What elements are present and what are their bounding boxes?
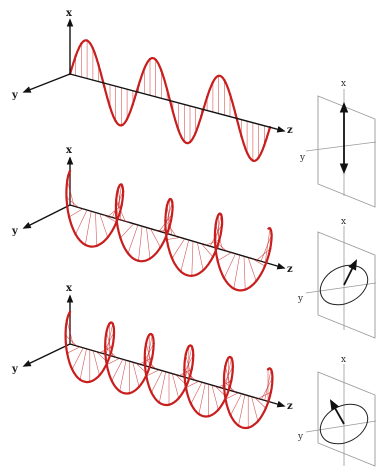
field-vector <box>201 243 214 258</box>
field-vector <box>151 370 163 393</box>
field-vector <box>95 212 97 246</box>
field-vector <box>264 228 271 263</box>
field-vector <box>217 252 232 262</box>
y-axis <box>22 73 71 93</box>
field-vector <box>66 320 74 346</box>
field-vector <box>118 187 122 221</box>
field-vector <box>159 371 166 403</box>
field-vector <box>75 209 88 235</box>
z-axis-label: z <box>287 264 293 275</box>
x-axis-label: x <box>66 8 73 19</box>
x-axis-label: x <box>66 283 73 294</box>
view-y-axis <box>305 141 377 152</box>
field-vector <box>111 359 124 381</box>
x-axis-label: x <box>66 145 73 156</box>
field-vector <box>67 180 75 207</box>
panel-linear: x y z x y <box>11 8 377 208</box>
field-vector <box>120 223 134 239</box>
field-vector <box>225 392 239 400</box>
y-axis <box>22 204 71 229</box>
field-vector <box>166 205 173 236</box>
field-vector <box>138 226 143 261</box>
field-vector <box>127 224 139 254</box>
view-y-axis <box>305 282 377 294</box>
field-vector <box>238 394 246 426</box>
field-vector <box>243 256 246 290</box>
view-x-label: x <box>341 355 346 365</box>
panel-circular-2: x y z x y <box>11 283 377 467</box>
field-vector <box>71 347 84 370</box>
field-vector <box>67 346 81 354</box>
circle-arrow-icon <box>329 399 345 425</box>
view-y-label: y <box>297 294 304 304</box>
field-vector <box>247 257 257 282</box>
field-vector <box>106 358 120 365</box>
field-vector <box>146 227 151 259</box>
field-vector <box>185 381 199 388</box>
field-vector <box>65 335 77 347</box>
y-axis-label: y <box>11 90 19 101</box>
z-axis-label: z <box>287 125 293 136</box>
field-vector <box>166 237 181 240</box>
y-axis <box>22 343 71 367</box>
field-vector <box>233 255 240 289</box>
field-vector <box>230 393 242 416</box>
view-y-axis <box>305 420 377 433</box>
field-vector <box>191 241 194 276</box>
polarization-circle <box>319 264 369 306</box>
field-vector <box>66 197 79 208</box>
field-vector <box>198 383 206 415</box>
view-plane <box>317 231 376 339</box>
field-vector <box>79 348 87 380</box>
field-vector <box>116 184 122 219</box>
field-vector <box>146 369 160 377</box>
field-vector <box>260 234 272 262</box>
field-vector <box>257 391 272 399</box>
field-vector <box>119 360 127 392</box>
field-vector <box>172 373 179 399</box>
wave-circular-2 <box>64 310 274 430</box>
field-vector <box>254 397 267 409</box>
view-x-label: x <box>341 217 346 227</box>
field-vector <box>197 242 204 271</box>
field-vector <box>223 253 236 279</box>
panel-circular-1: x y z x y <box>11 145 377 339</box>
field-vector <box>180 239 190 272</box>
field-vector <box>68 208 83 218</box>
field-vector <box>85 211 92 245</box>
wave-circular-1 <box>65 169 273 292</box>
view-panel-circular-2: x y <box>297 355 377 467</box>
y-axis-label: y <box>11 364 19 375</box>
field-vector <box>214 240 228 252</box>
field-vector <box>132 362 140 387</box>
field-vector <box>205 239 220 246</box>
field-vector <box>190 382 203 404</box>
view-x-label: x <box>341 79 346 89</box>
view-plane <box>317 371 376 467</box>
z-axis <box>69 204 286 270</box>
field-vector <box>103 214 117 223</box>
field-vector <box>165 220 177 237</box>
field-vector <box>251 396 259 422</box>
field-vector <box>150 228 161 248</box>
field-vector <box>92 350 100 376</box>
view-panel-circular-1: x y <box>297 217 377 339</box>
field-vector <box>171 238 185 259</box>
view-panel-linear: x y <box>299 79 377 208</box>
view-plane <box>317 95 376 208</box>
field-vector <box>252 258 266 267</box>
z-axis <box>69 73 286 133</box>
y-axis-label: y <box>11 226 19 237</box>
wave-curve <box>65 170 273 292</box>
field-vector <box>99 213 108 238</box>
view-y-label: y <box>299 153 306 163</box>
wave-curve <box>64 311 274 430</box>
z-axis <box>69 343 286 408</box>
z-axis-label: z <box>287 401 293 412</box>
view-y-label: y <box>297 432 304 442</box>
circle-arrow-icon <box>343 259 357 286</box>
field-vector <box>211 385 219 410</box>
